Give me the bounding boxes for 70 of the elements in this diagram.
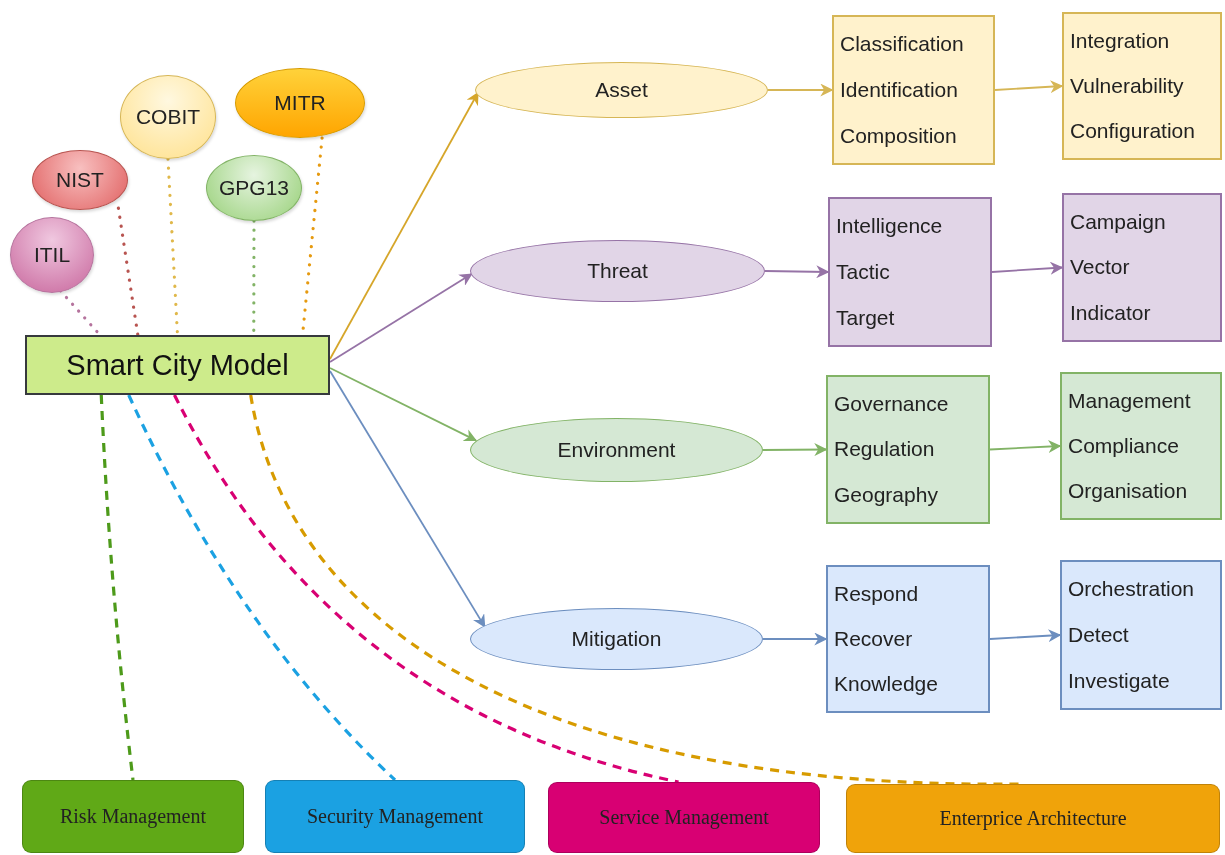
attribute-label: Knowledge [834, 672, 938, 697]
model-box [25, 335, 330, 395]
attribute-label: Configuration [1070, 119, 1195, 144]
attribute-label: Regulation [834, 437, 935, 462]
attribute-box [826, 565, 990, 713]
ellipse-label: ITIL [33, 243, 71, 267]
attribute-box [828, 197, 992, 347]
attribute-label: Management [1068, 388, 1191, 413]
ellipse-label: MITR [274, 91, 326, 115]
attribute-label: Respond [834, 581, 919, 606]
attribute-label: Organisation [1068, 479, 1188, 504]
attribute-label: Integration [1070, 28, 1170, 53]
attribute-box [1060, 372, 1222, 520]
arrow [767, 83, 834, 97]
arrow [329, 91, 479, 360]
arrow [994, 80, 1064, 94]
connector-line [127, 394, 397, 782]
attribute-label: Identification [840, 78, 958, 102]
arrow [764, 265, 830, 279]
attribute-box [1062, 12, 1222, 160]
framework-ellipse [32, 150, 128, 210]
domain-box [22, 780, 244, 853]
attribute-box [832, 15, 995, 165]
arrow [989, 440, 1062, 454]
ellipse-label: Environment [557, 438, 676, 462]
attribute-label: Vulnerability [1070, 74, 1184, 98]
arrow [329, 273, 473, 363]
attribute-label: Recover [834, 627, 913, 651]
ellipse-label: NIST [56, 168, 104, 192]
attribute-label: Compliance [1068, 434, 1179, 458]
box-label: Service Management [599, 806, 769, 829]
arrow [989, 629, 1062, 643]
ellipse-label: GPG13 [218, 176, 289, 200]
ellipse-label: Mitigation [571, 627, 662, 651]
connector-line [116, 206, 140, 337]
attribute-label: Detect [1068, 623, 1129, 647]
attribute-label: Target [836, 306, 895, 330]
attribute-label: Governance [834, 391, 949, 416]
arrow [762, 632, 828, 646]
arrow [329, 370, 486, 628]
ellipse-label: COBIT [135, 105, 201, 129]
attribute-label: Composition [840, 124, 957, 148]
domain-box [548, 782, 820, 853]
attribute-label: Campaign [1070, 209, 1166, 234]
box-label: Security Management [306, 805, 484, 828]
box-label: Enterprice Architecture [939, 807, 1127, 830]
domain-box [846, 784, 1220, 853]
arrow [991, 261, 1064, 275]
attribute-box [1062, 193, 1222, 342]
attribute-label: Geography [834, 483, 938, 508]
connector-line [173, 394, 679, 784]
connector-line [99, 394, 135, 781]
arrow [762, 443, 828, 457]
box-label: Smart City Model [66, 348, 289, 382]
attribute-box [826, 375, 990, 524]
attribute-label: Tactic [836, 260, 890, 284]
attribute-label: Intelligence [836, 214, 943, 238]
attribute-label: Vector [1070, 255, 1130, 280]
attribute-label: Indicator [1070, 301, 1151, 326]
domain-box [265, 780, 525, 853]
attribute-box [1060, 560, 1222, 710]
connector-line [249, 394, 1022, 786]
attribute-label: Classification [840, 32, 964, 56]
arrow [329, 367, 477, 442]
framework-ellipse [10, 217, 94, 293]
box-label: Risk Management [59, 805, 207, 828]
ellipse-label: Threat [587, 259, 648, 283]
attribute-label: Investigate [1068, 669, 1170, 693]
ellipse-label: Asset [595, 78, 648, 102]
attribute-label: Orchestration [1068, 577, 1195, 601]
